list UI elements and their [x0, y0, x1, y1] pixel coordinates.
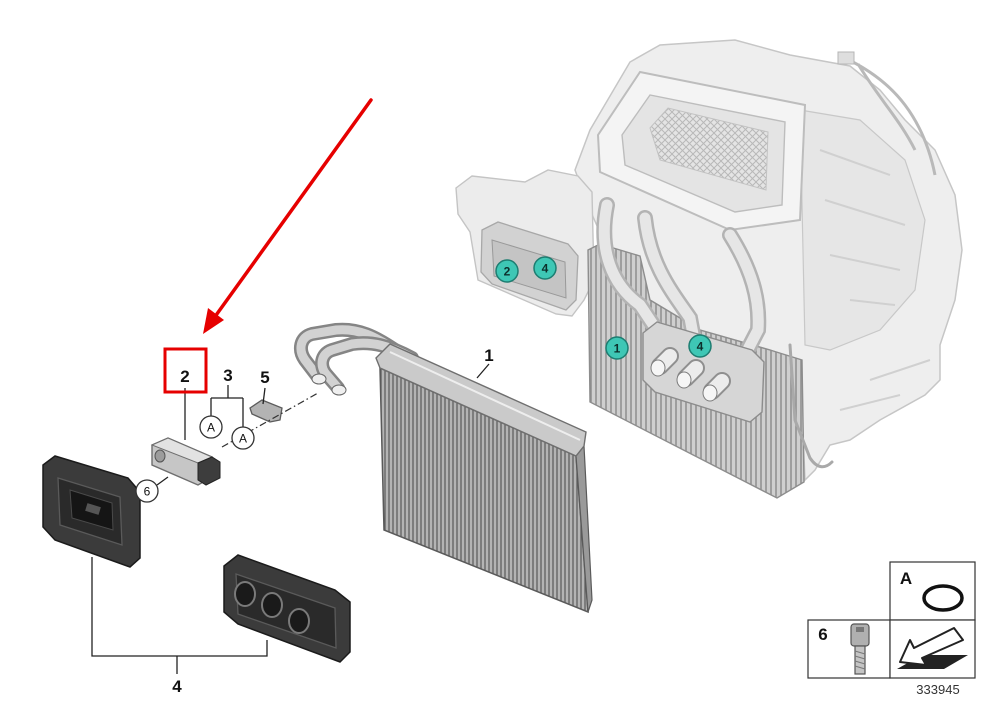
housing-badge-4-upper-label: 4	[542, 262, 549, 276]
housing-badge-4-lower-label: 4	[697, 340, 704, 354]
callout-4: 4	[172, 677, 182, 696]
hvac-housing: 2 4 1 4	[455, 39, 963, 499]
ref-circle-a-upper-label: A	[207, 421, 215, 435]
highlight-arrow	[203, 98, 373, 334]
diagram-number: 333945	[916, 682, 959, 697]
housing-badge-1-label: 1	[614, 342, 621, 356]
housing-badge-4-lower: 4	[688, 334, 712, 358]
housing-badge-2: 2	[495, 259, 519, 283]
ref-circle-a-upper: A	[199, 415, 223, 439]
o-ring-icon	[922, 584, 964, 612]
evaporator	[294, 322, 593, 614]
housing-gasket-inner	[491, 239, 567, 299]
legend-6-label: 6	[818, 625, 827, 644]
housing-badge-4-upper: 4	[533, 256, 557, 280]
housing-detail-lines	[819, 149, 931, 411]
wiring-harness	[844, 56, 937, 176]
ref-circle-a-lower-label: A	[239, 432, 247, 446]
evaporator-tank-highlight	[389, 351, 581, 441]
callout-5: 5	[260, 368, 269, 387]
callout-1: 1	[484, 346, 493, 365]
leader-lines	[91, 363, 490, 674]
legend-cell-6	[807, 619, 891, 679]
pipe-clip	[249, 399, 283, 423]
evaporator-pipe-end	[331, 384, 347, 396]
bolt-icon	[850, 623, 870, 675]
callout-3: 3	[223, 366, 232, 385]
wiring-connector	[837, 51, 855, 65]
evaporator-pipe-end	[311, 373, 327, 385]
mounting-arrow-icon	[897, 627, 968, 669]
gasket-left	[42, 455, 141, 568]
housing-pipes	[596, 197, 834, 469]
gasket-right	[223, 554, 351, 663]
ref-circle-a-lower: A	[231, 426, 255, 450]
legend-a-label: A	[900, 569, 912, 588]
callout-2: 2	[180, 367, 189, 386]
highlight-box	[163, 347, 208, 394]
expansion-valve	[150, 437, 221, 486]
inlet-filter-grid	[649, 107, 769, 191]
evaporator-top-tank	[375, 343, 587, 457]
housing-badge-1: 1	[605, 336, 629, 360]
housing-right-block	[799, 109, 926, 351]
ref-circle-6-label: 6	[144, 485, 151, 499]
flange-pipe-stubs	[650, 347, 731, 402]
ref-circle-6: 6	[135, 479, 159, 503]
legend: A 6 333945	[807, 561, 976, 697]
housing-badge-2-label: 2	[504, 265, 511, 279]
